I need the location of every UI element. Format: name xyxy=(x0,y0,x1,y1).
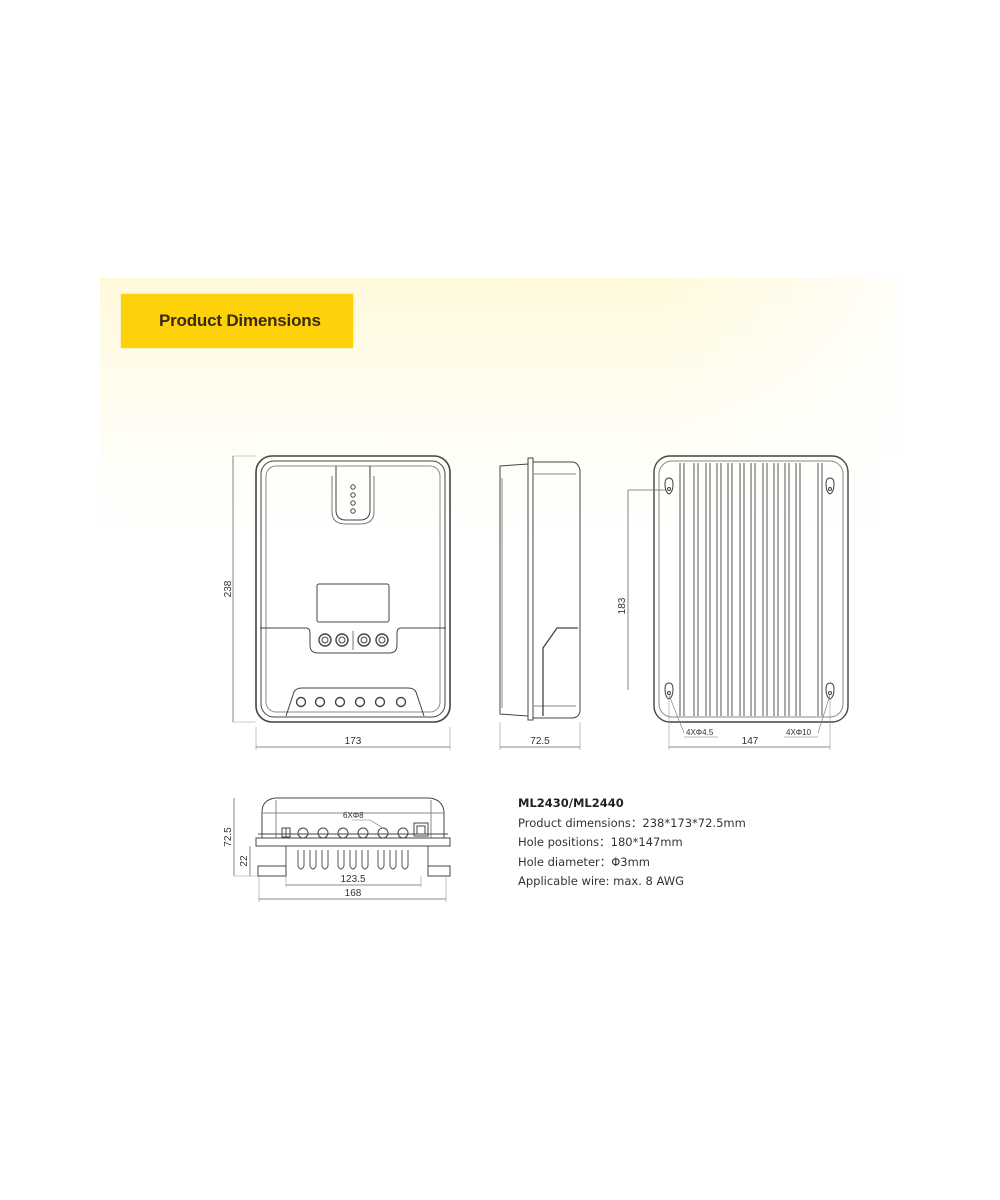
spec-block: ML2430/ML2440 Product dimensions：238*173… xyxy=(518,794,746,892)
terminal-hole-label: 6XΦ8 xyxy=(343,811,364,820)
mounting-hole-icon xyxy=(664,477,835,700)
front-width-dimension: 173 xyxy=(345,736,362,747)
front-view xyxy=(232,455,451,750)
large-hole-label: 4XΦ10 xyxy=(786,728,812,737)
bottom-width-dimension: 168 xyxy=(345,888,362,899)
spec-hole-diameter: Hole diameter：Φ3mm xyxy=(518,854,651,869)
spec-applicable-wire: Applicable wire: max. 8 AWG xyxy=(518,874,684,888)
small-hole-label: 4XΦ4.5 xyxy=(686,728,714,737)
section-title: Product Dimensions xyxy=(159,311,321,330)
bottom-view xyxy=(233,797,451,902)
section-title-banner: Product Dimensions xyxy=(121,294,353,348)
spec-product-dimensions: Product dimensions：238*173*72.5mm xyxy=(518,815,746,830)
front-height-dimension: 238 xyxy=(223,580,234,597)
bottom-height-dimension: 72.5 xyxy=(223,827,234,847)
back-view xyxy=(627,455,849,750)
spec-hole-positions: Hole positions：180*147mm xyxy=(518,835,683,849)
side-depth-dimension: 72.5 xyxy=(530,736,550,747)
back-hole-vertical-dimension: 183 xyxy=(617,597,628,614)
side-view xyxy=(499,457,581,750)
back-hole-horizontal-dimension: 147 xyxy=(742,736,759,747)
bottom-inner-width-dimension: 123.5 xyxy=(340,874,365,885)
model-name: ML2430/ML2440 xyxy=(518,796,624,810)
bottom-fin-dimension: 22 xyxy=(239,855,250,867)
